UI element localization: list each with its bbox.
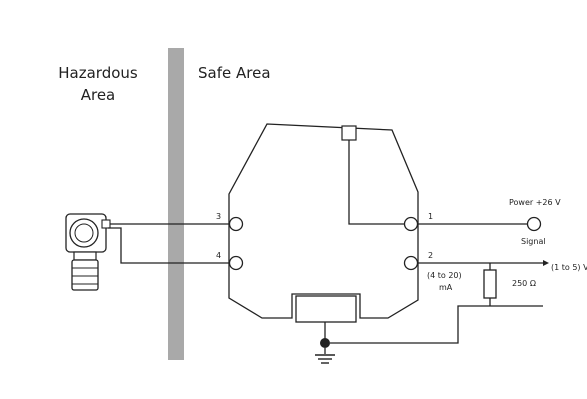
transmitter-icon [65, 213, 111, 291]
voltage-label: (1 to 5) V [551, 263, 587, 272]
terminal-4 [228, 255, 244, 271]
ground-node [320, 338, 330, 348]
hazardous-area-label-line2: Area [81, 86, 116, 104]
barrier-wall [168, 48, 184, 360]
safe-area-label: Safe Area [198, 64, 271, 82]
hazardous-area-label-line1: Hazardous [58, 64, 138, 82]
terminal-3 [228, 216, 244, 232]
signal-arrow-icon [543, 260, 549, 266]
ground-terminal-block [295, 295, 357, 323]
return-wire [330, 305, 543, 344]
signal-label: Signal [521, 237, 546, 246]
terminal-2 [403, 255, 419, 271]
resistor-label: 250 Ω [512, 279, 536, 288]
terminal-2-label: 2 [428, 251, 433, 260]
terminal-1-label: 1 [428, 212, 433, 221]
terminal-1 [403, 216, 419, 232]
terminal-3-label: 3 [216, 212, 221, 221]
resistor [483, 269, 497, 299]
field-wire-4 [108, 227, 229, 264]
internal-block [341, 125, 357, 141]
current-label-line1: (4 to 20) [427, 271, 462, 280]
internal-wire [348, 140, 410, 225]
current-label-line2: mA [439, 283, 453, 292]
power-label: Power +26 V [509, 198, 561, 207]
power-terminal [526, 216, 542, 232]
isolator-outline [228, 123, 419, 319]
terminal-4-label: 4 [216, 251, 221, 260]
